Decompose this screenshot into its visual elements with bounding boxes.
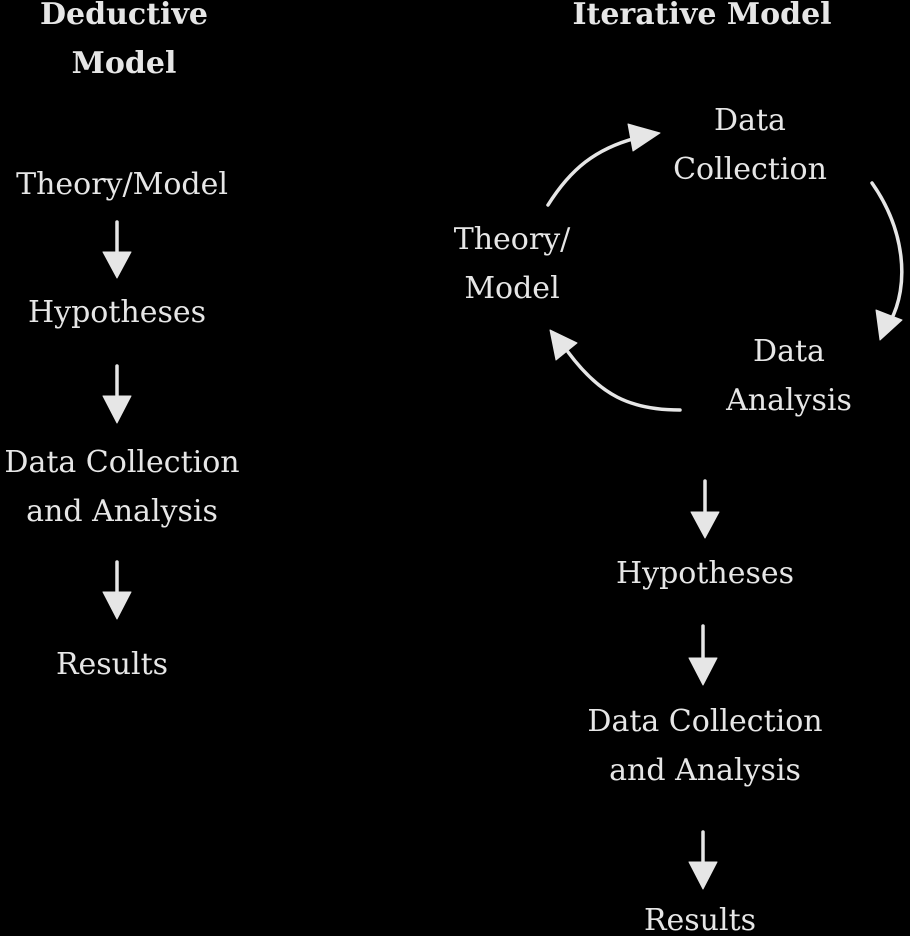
iterative-arrow-hypotheses-to-data: [688, 624, 718, 686]
cycle-arrow-theory-to-collection: [546, 123, 661, 207]
iterative-title: Iterative Model: [572, 0, 832, 32]
iterative-theory-model: Theory/ Model: [432, 215, 592, 313]
deductive-arrow-data-to-results: [102, 560, 132, 620]
iterative-theory-line-1: Theory/: [453, 222, 571, 257]
iterative-theory-line-2: Model: [464, 271, 560, 306]
deductive-arrow-hypotheses-to-data: [102, 364, 132, 424]
deductive-title-line-2: Model: [71, 46, 177, 81]
cycle-arrow-analysis-to-theory: [549, 329, 682, 412]
iterative-analysis-line-1: Data: [753, 334, 825, 369]
iterative-hypotheses: Hypotheses: [615, 556, 795, 591]
deductive-hypotheses: Hypotheses: [27, 295, 207, 330]
deductive-results: Results: [55, 647, 169, 682]
deductive-data-collection-analysis: Data Collection and Analysis: [0, 438, 244, 536]
iterative-analysis-line-2: Analysis: [726, 383, 852, 418]
iterative-results: Results: [643, 903, 757, 936]
iterative-arrow-data-to-results: [688, 830, 718, 890]
deductive-title: Deductive Model: [24, 0, 224, 88]
iterative-collection-line-1: Data: [714, 103, 786, 138]
cycle-arrow-collection-to-analysis: [870, 181, 904, 341]
iterative-data-analysis: Data Analysis: [714, 327, 864, 425]
iterative-arrow-analysis-to-hypotheses: [690, 479, 720, 539]
iterative-data-collection-analysis: Data Collection and Analysis: [578, 697, 832, 795]
deductive-arrow-theory-to-hypotheses: [102, 220, 132, 279]
iterative-data-collection: Data Collection: [660, 96, 840, 194]
iterative-data-line-1: Data Collection: [587, 704, 823, 739]
deductive-title-line-1: Deductive: [40, 0, 208, 32]
deductive-data-line-1: Data Collection: [4, 445, 240, 480]
iterative-data-line-2: and Analysis: [609, 753, 801, 788]
iterative-collection-line-2: Collection: [673, 152, 827, 187]
deductive-theory-model: Theory/Model: [16, 167, 228, 202]
deductive-data-line-2: and Analysis: [26, 494, 218, 529]
